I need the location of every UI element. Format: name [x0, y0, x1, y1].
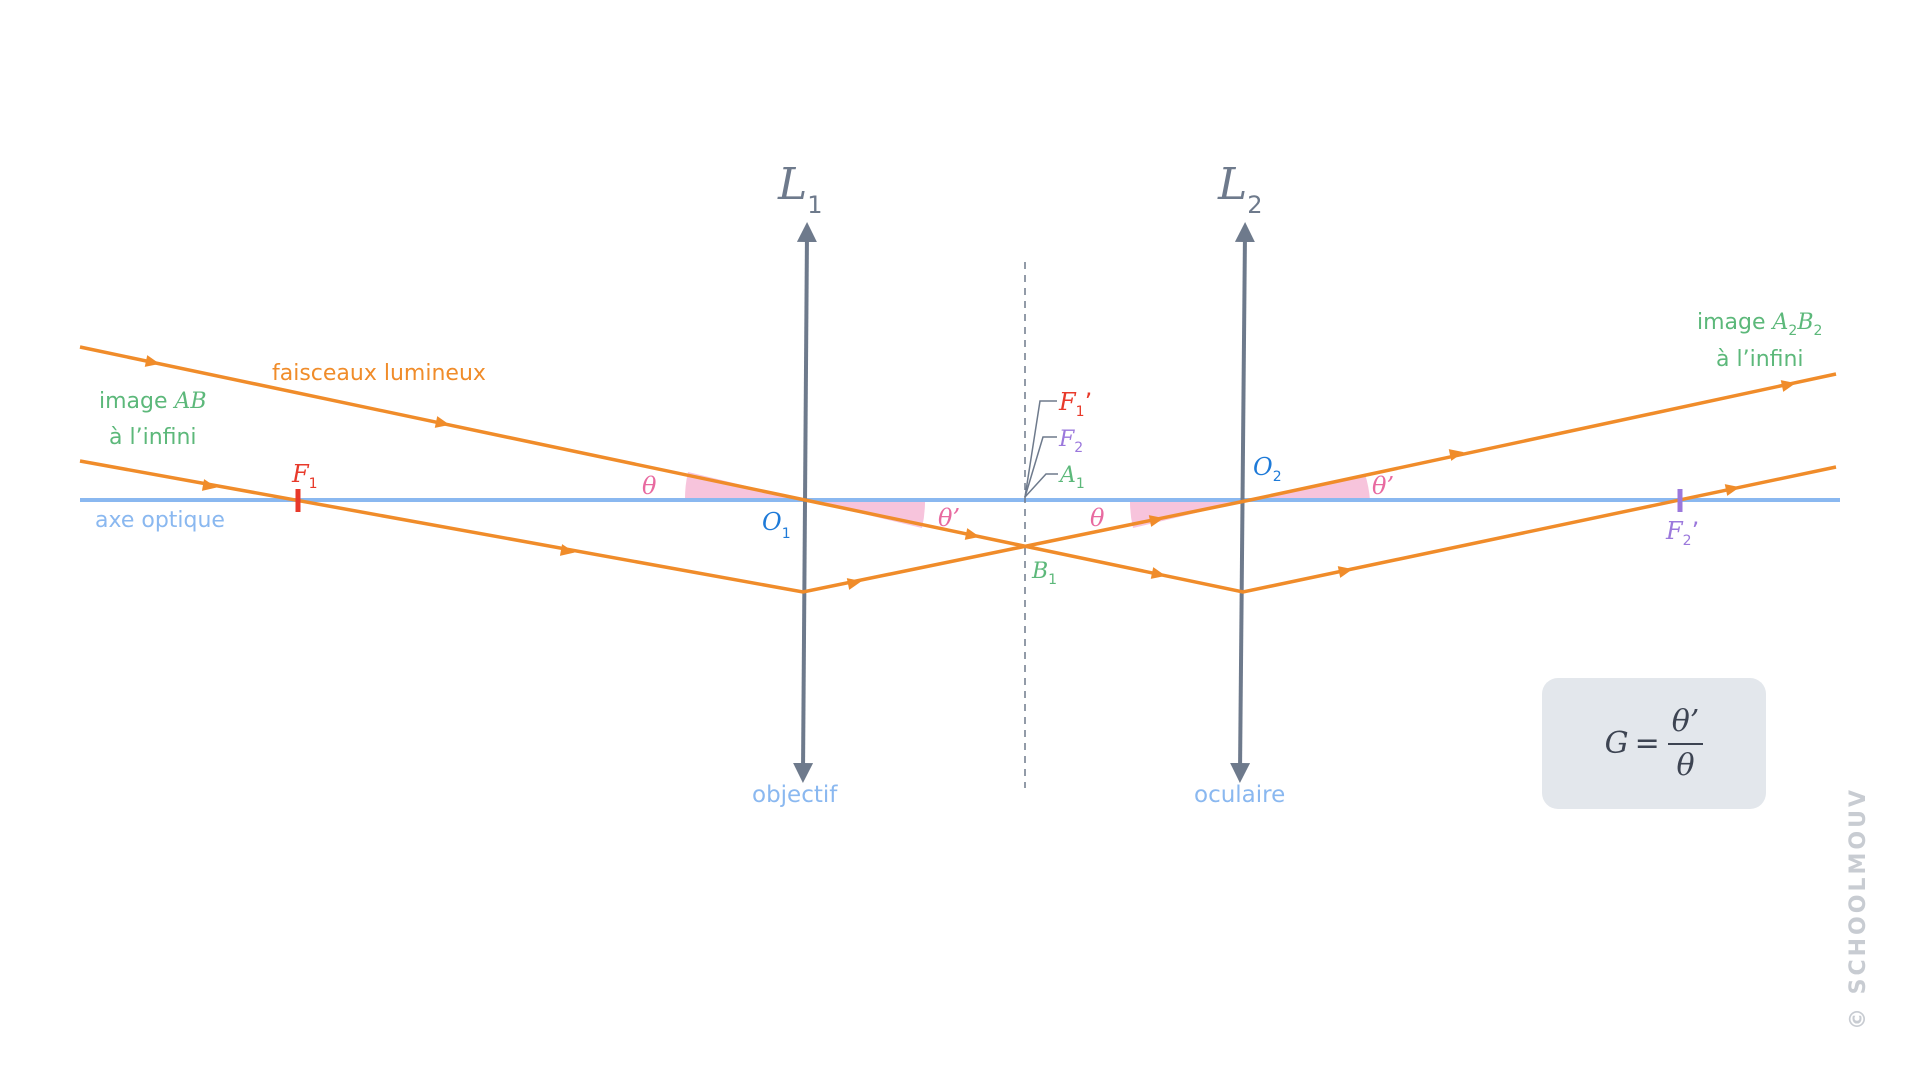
faisceaux-label: faisceaux lumineux: [272, 361, 486, 386]
axe-optique-label: axe optique: [95, 508, 225, 533]
ray-arrow: [144, 355, 160, 367]
leader-lines: [1024, 400, 1058, 498]
lens-l1-label: L1: [777, 159, 823, 219]
f1-label: F1: [291, 460, 318, 492]
objectif-label: objectif: [752, 782, 838, 808]
o1-label: O1: [762, 508, 791, 542]
ray-arrow: [434, 416, 450, 428]
formula-denominator: θ: [1676, 747, 1695, 783]
formula-equals: =: [1634, 726, 1660, 761]
lens-l1: [793, 222, 817, 783]
theta-prime-label-right: θ’: [1372, 472, 1394, 500]
image-a2b2-infini: à l’infini: [1716, 347, 1804, 372]
f2-prime-label: F2’: [1665, 517, 1699, 549]
theta-label-left: θ: [642, 472, 657, 500]
ray-arrow: [1337, 566, 1353, 578]
oculaire-label: oculaire: [1194, 782, 1285, 808]
a1-label: A1: [1058, 463, 1085, 492]
ray-arrow: [201, 479, 217, 491]
magnification-formula-box: G = θ’ θ: [1542, 678, 1766, 809]
leader-a1: [1024, 473, 1058, 498]
ray-arrow: [846, 578, 862, 590]
schoolmouv-watermark: © SCHOOLMOUV: [1846, 787, 1871, 1030]
leader-f2: [1024, 436, 1057, 498]
f1-prime-label: F1’: [1058, 388, 1092, 420]
ray-arrow: [559, 544, 575, 556]
formula-fraction: θ’ θ: [1667, 706, 1704, 783]
ray-arrow: [964, 528, 980, 540]
magnification-formula: G = θ’ θ: [1542, 678, 1766, 809]
theta-prime-label-mid: θ’: [938, 504, 960, 532]
formula-numerator: θ’: [1667, 706, 1704, 745]
f2-label: F2: [1058, 427, 1083, 456]
ray-arrow: [1780, 380, 1796, 392]
o2-label: O2: [1253, 453, 1282, 485]
ray-arrowheads: [144, 355, 1796, 590]
lens-l2-label: L2: [1217, 159, 1263, 219]
theta-label-mid: θ: [1090, 504, 1105, 532]
formula-g: G: [1604, 726, 1629, 761]
ray-arrow: [1150, 567, 1166, 579]
b1-label: B1: [1031, 559, 1057, 588]
ray-lower: [79, 372, 1837, 594]
ray-arrow: [1148, 515, 1164, 527]
ray-arrow: [1448, 449, 1464, 461]
ray-arrow: [1724, 484, 1740, 496]
image-ab-infini: à l’infini: [109, 425, 197, 450]
leader-f1p: [1024, 400, 1057, 498]
